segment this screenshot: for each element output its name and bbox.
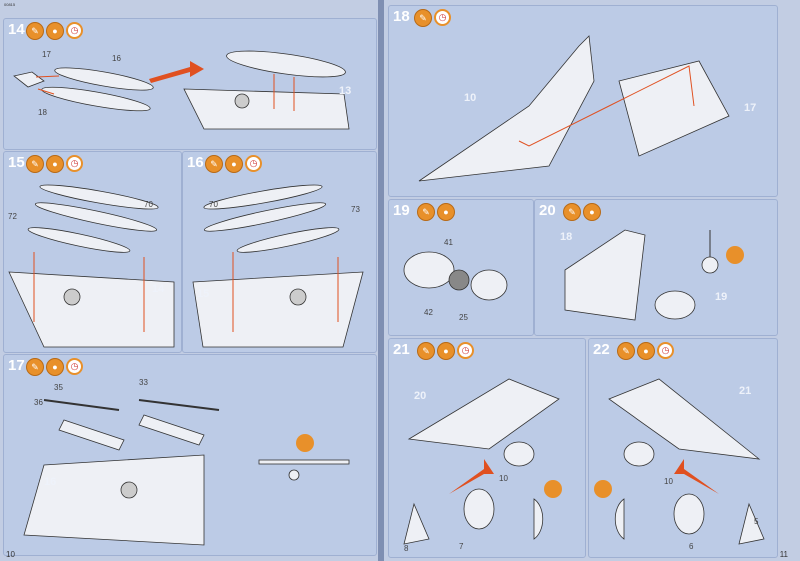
step-16-drawing: 15 70 73 xyxy=(192,184,364,348)
paint-icon: ● xyxy=(225,155,243,173)
step-17-drawing: 16 35 33 36 xyxy=(23,378,350,546)
step-number: 21 xyxy=(393,341,410,358)
assembly-ref: 14 xyxy=(152,283,165,295)
paint-badge-icon xyxy=(726,246,744,264)
paint-icon: ● xyxy=(46,155,64,173)
step-number: 18 xyxy=(393,8,410,25)
part-number: 36 xyxy=(34,398,43,407)
part-number: 33 xyxy=(139,378,148,387)
step-15-panel: 15 ✎ ● ◷ 14 70 72 xyxy=(3,151,182,353)
step-number: 14 xyxy=(8,21,25,38)
paint-badge-icon xyxy=(594,480,612,498)
drying-time-icon: ◷ xyxy=(66,358,83,375)
glue-icon: ✎ xyxy=(563,203,581,221)
step-20-panel: 20 ✎ ● 18 19 xyxy=(534,199,778,336)
step-icons: ✎ ● ◷ xyxy=(26,22,83,40)
paint-icon: ● xyxy=(637,342,655,360)
assembly-ref: 19 xyxy=(715,291,727,303)
step-18-panel: 18 ✎ ◷ 10 17 xyxy=(388,5,778,197)
paint-icon: ● xyxy=(437,203,455,221)
paint-badge-icon xyxy=(296,434,314,452)
step-icons: ✎ ◷ xyxy=(414,9,451,27)
assembly-ref: 17 xyxy=(744,102,756,114)
drying-time-icon: ◷ xyxy=(66,155,83,172)
part-number: 41 xyxy=(444,238,453,247)
paint-icon: ● xyxy=(437,342,455,360)
part-number: 7 xyxy=(459,542,464,551)
step-icons: ✎ ● ◷ xyxy=(417,342,474,360)
part-number: 42 xyxy=(424,308,433,317)
step-number: 17 xyxy=(8,357,25,374)
glue-icon: ✎ xyxy=(617,342,635,360)
glue-icon: ✎ xyxy=(26,358,44,376)
step-14-panel: 14 ✎ ● ◷ 13 17 16 18 xyxy=(3,18,377,150)
assembly-ref: 15 xyxy=(197,288,209,300)
page-number: 11 xyxy=(779,550,788,559)
step-icons: ✎ ● ◷ xyxy=(617,342,674,360)
assembly-ref: 18 xyxy=(560,231,572,243)
step-19-drawing: 41 42 25 xyxy=(403,238,508,322)
part-number: 70 xyxy=(209,200,218,209)
assembly-ref: 21 xyxy=(739,385,751,397)
step-17-panel: 17 ✎ ● ◷ 16 35 33 36 xyxy=(3,354,377,556)
part-number: 8 xyxy=(404,544,409,553)
step-19-panel: 19 ✎ ● 41 42 25 xyxy=(388,199,534,336)
step-number: 16 xyxy=(187,154,204,171)
part-number: 10 xyxy=(664,477,673,486)
drying-time-icon: ◷ xyxy=(66,22,83,39)
step-21-panel: 21 ✎ ● ◷ 20 10 8 7 xyxy=(388,338,586,558)
page-gutter xyxy=(378,0,384,561)
catalog-code: 00815 xyxy=(4,2,16,7)
step-18-drawing: 10 17 xyxy=(418,35,756,182)
assembly-ref: 10 xyxy=(464,92,476,104)
part-number: 72 xyxy=(8,212,17,221)
paint-icon: ● xyxy=(46,22,64,40)
glue-icon: ✎ xyxy=(205,155,223,173)
step-21-drawing: 20 10 8 7 xyxy=(403,378,562,553)
glue-icon: ✎ xyxy=(26,155,44,173)
drying-time-icon: ◷ xyxy=(457,342,474,359)
step-number: 20 xyxy=(539,202,556,219)
step-icons: ✎ ● xyxy=(563,203,601,221)
part-number: 70 xyxy=(144,200,153,209)
glue-icon: ✎ xyxy=(26,22,44,40)
drying-time-icon: ◷ xyxy=(434,9,451,26)
right-page: 18 ✎ ◷ 10 17 19 ✎ ● 41 42 25 20 xyxy=(384,0,800,561)
part-number: 17 xyxy=(42,50,51,59)
paint-icon: ● xyxy=(583,203,601,221)
part-number: 73 xyxy=(351,205,360,214)
assembly-ref: 20 xyxy=(414,390,426,402)
step-16-panel: 16 ✎ ● ◷ 15 70 73 xyxy=(182,151,377,353)
step-icons: ✎ ● ◷ xyxy=(26,358,83,376)
glue-icon: ✎ xyxy=(417,342,435,360)
part-number: 18 xyxy=(38,108,47,117)
left-page: 00815 14 ✎ ● ◷ 13 17 16 18 15 xyxy=(0,0,378,561)
part-number: 5 xyxy=(754,517,759,526)
drying-time-icon: ◷ xyxy=(245,155,262,172)
paint-badge-icon xyxy=(544,480,562,498)
glue-icon: ✎ xyxy=(417,203,435,221)
assembly-ref: 16 xyxy=(44,476,56,488)
drying-time-icon: ◷ xyxy=(657,342,674,359)
step-15-drawing: 14 70 72 xyxy=(8,184,175,348)
glue-icon: ✎ xyxy=(414,9,432,27)
step-number: 15 xyxy=(8,154,25,171)
part-number: 10 xyxy=(499,474,508,483)
step-14-drawing: 13 17 16 18 xyxy=(13,50,351,130)
step-20-drawing: 18 19 xyxy=(560,229,744,321)
step-number: 19 xyxy=(393,202,410,219)
paint-icon: ● xyxy=(46,358,64,376)
part-number: 25 xyxy=(459,313,468,322)
step-22-drawing: 21 10 5 6 xyxy=(594,378,765,551)
part-number: 16 xyxy=(112,54,121,63)
assembly-ref: 13 xyxy=(339,85,351,97)
part-number: 6 xyxy=(689,542,694,551)
step-icons: ✎ ● ◷ xyxy=(26,155,83,173)
page-number: 10 xyxy=(6,550,15,559)
step-number: 22 xyxy=(593,341,610,358)
step-icons: ✎ ● ◷ xyxy=(205,155,262,173)
step-22-panel: 22 ✎ ● ◷ 21 10 5 6 xyxy=(588,338,778,558)
part-number: 35 xyxy=(54,383,63,392)
step-icons: ✎ ● xyxy=(417,203,455,221)
